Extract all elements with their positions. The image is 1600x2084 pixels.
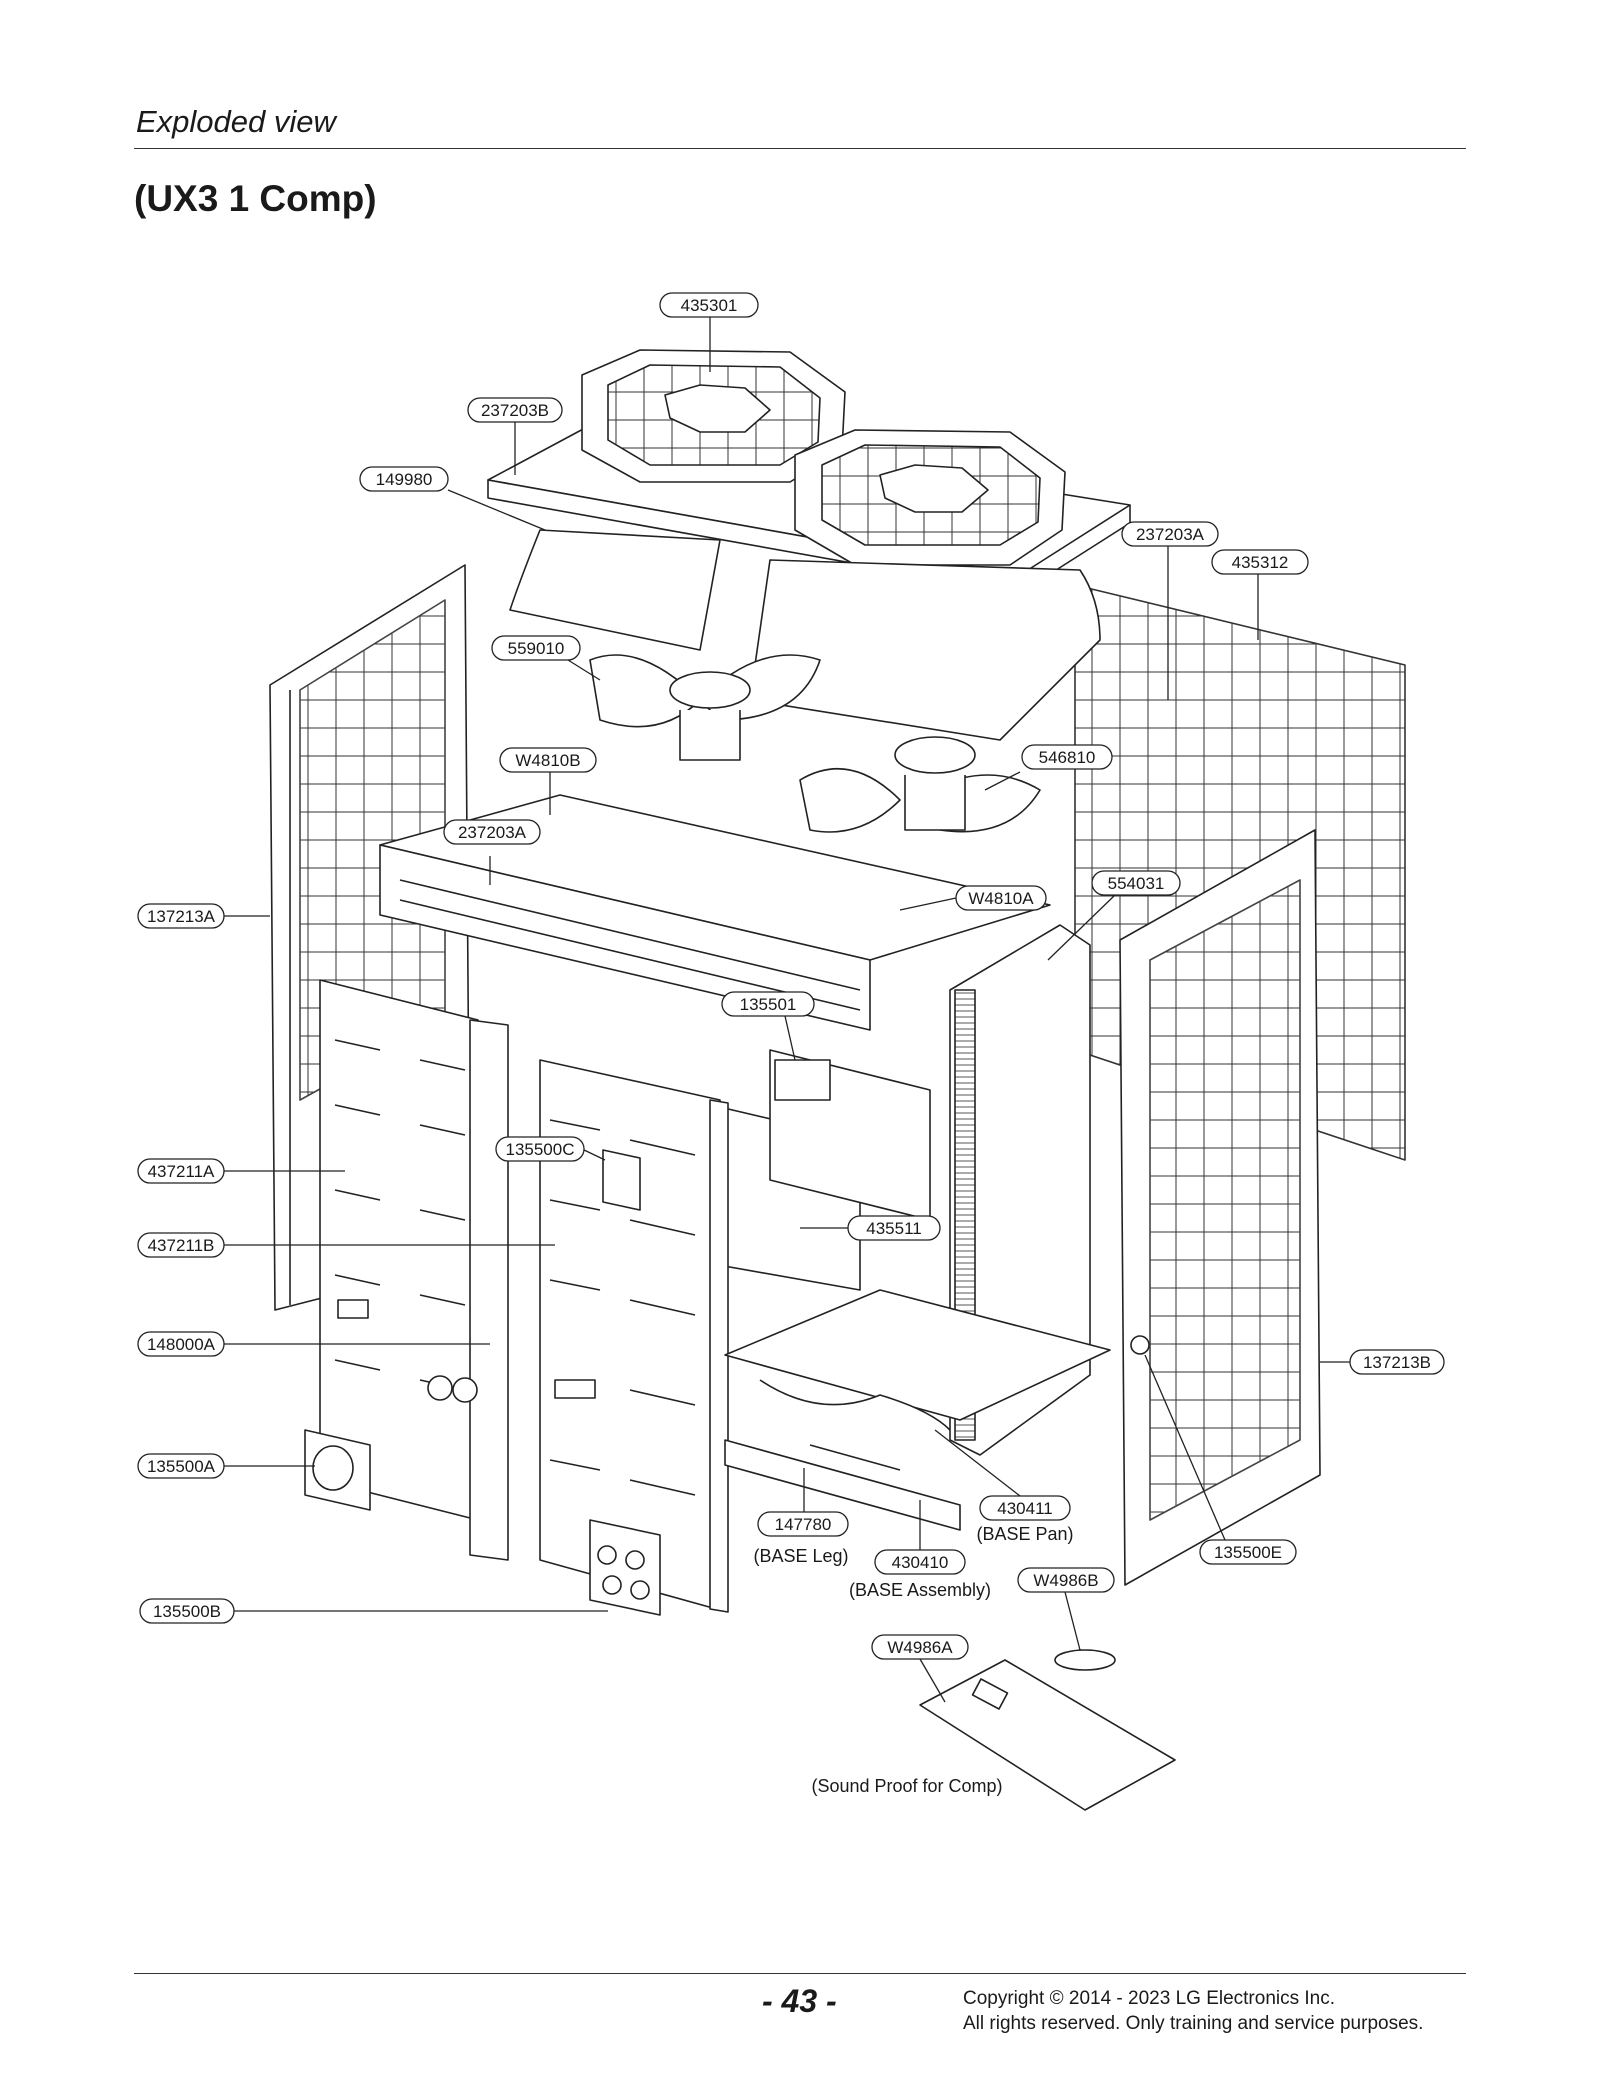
caption-base-pan: (BASE Pan) [976,1524,1073,1544]
callout-code: 237203A [458,823,527,842]
callout-135500C: 135500C [495,1136,606,1162]
callout-135501: 135501 [721,991,815,1061]
callout-code: 135500B [153,1602,221,1621]
caption-base-leg: (BASE Leg) [753,1546,848,1566]
header-divider [134,148,1466,149]
callout-237203A-mid: 237203A [443,819,541,885]
callout-code: 135500A [147,1457,216,1476]
fan-shroud [509,529,1101,741]
callout-135500B: 135500B [139,1598,608,1624]
callout-code: W4986B [1033,1571,1098,1590]
callout-430410: 430410 [874,1500,966,1575]
front-panel-b [539,1059,729,1613]
callout-137213A: 137213A [137,903,270,929]
right-side-panel [1119,829,1321,1586]
callout-code: W4986A [887,1638,953,1657]
callout-147780: 147780 [757,1468,849,1537]
pipe-cover-a [304,1429,371,1511]
unit-drawing [269,349,1406,1811]
callout-435301: 435301 [659,292,759,372]
callout-W4810A: W4810A [899,885,1047,911]
copyright-line-1: Copyright © 2014 - 2023 LG Electronics I… [963,1988,1336,2009]
service-cover [589,1519,661,1616]
fan-grille-1 [581,349,846,483]
callout-code: W4810A [968,889,1034,908]
callout-code: 435312 [1232,553,1289,572]
callout-546810: 546810 [984,744,1113,791]
header-title: Exploded view [136,104,336,139]
callout-W4986B: W4986B [1017,1567,1115,1651]
callout-554031: 554031 [1047,870,1181,961]
caption-sound-proof: (Sound Proof for Comp) [811,1776,1002,1796]
callout-code: 137213B [1363,1353,1431,1372]
top-rail [379,794,1051,1031]
callout-code: 430411 [997,1499,1052,1518]
callout-137213B: 137213B [1320,1349,1445,1375]
caption-layer: (BASE Leg) (BASE Pan) (BASE Assembly) (S… [753,1524,1073,1796]
control-box [689,1049,931,1291]
callout-135500A: 135500A [137,1453,315,1479]
callout-559010: 559010 [491,635,601,681]
fan-grille-2 [794,429,1066,566]
callout-435511: 435511 [800,1215,941,1241]
callout-code: W4810B [515,751,580,770]
callout-code: 559010 [508,639,565,658]
callout-437211A: 437211A [137,1158,345,1184]
callout-237203A-top: 237203A [1121,521,1219,700]
callout-code: 437211B [148,1236,215,1255]
callout-437211B: 437211B [137,1232,555,1258]
page-number: - 43 - [762,1983,837,2019]
callout-code: 135501 [740,995,797,1014]
callout-code: 437211A [148,1162,215,1181]
callout-code: 148000A [147,1335,216,1354]
callout-code: 435301 [681,296,738,315]
callout-W4986A: W4986A [871,1634,969,1703]
callout-W4810B: W4810B [499,747,597,815]
callout-code: 546810 [1039,748,1096,767]
callout-layer: 435301 237203B 149980 237203A 435312 559… [137,292,1445,1703]
callout-code: 137213A [147,907,216,926]
base-pan [724,1289,1111,1531]
callout-code: 554031 [1108,874,1165,893]
callout-code: 430410 [892,1553,949,1572]
callout-code: 135500C [505,1140,574,1159]
section-title: (UX3 1 Comp) [134,178,377,219]
footer-divider [134,1973,1466,1974]
callout-code: 149980 [376,470,433,489]
callout-149980: 149980 [359,466,546,531]
callout-code: 435511 [866,1219,921,1238]
fan-blades [589,654,1041,833]
callout-135500E: 135500E [1144,1354,1297,1565]
caption-base-assembly: (BASE Assembly) [849,1580,991,1600]
callout-148000A: 148000A [137,1331,490,1357]
sound-proof-pad [919,1649,1176,1811]
callout-code: 135500E [1214,1543,1282,1562]
front-panel-a [319,979,509,1561]
callout-code: 237203B [481,401,549,420]
callout-430411: 430411 [934,1429,1071,1521]
callout-code: 147780 [775,1515,832,1534]
callout-237203B: 237203B [467,397,563,475]
copyright-line-2: All rights reserved. Only training and s… [963,2013,1424,2034]
copyright-notice: Copyright © 2014 - 2023 LG Electronics I… [963,1986,1423,2036]
callout-code: 237203A [1136,525,1205,544]
callout-435312: 435312 [1211,549,1309,640]
